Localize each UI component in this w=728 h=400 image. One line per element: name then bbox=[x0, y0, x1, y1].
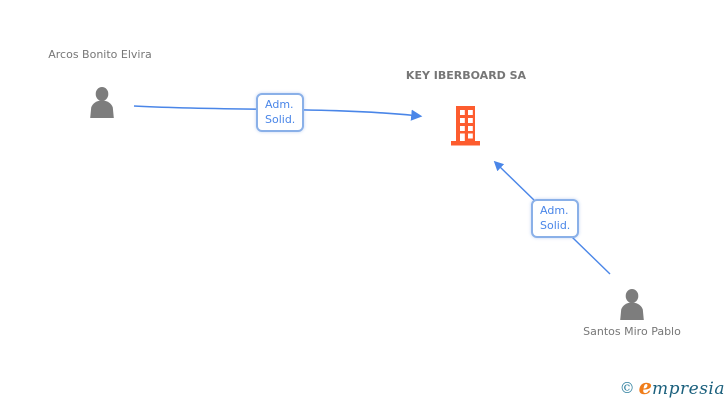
company-node-key-iberboard[interactable] bbox=[449, 106, 482, 150]
edge-label-line: Solid. bbox=[540, 219, 571, 232]
node-label-line: Elvira bbox=[120, 48, 152, 61]
person-node-santos[interactable] bbox=[618, 289, 646, 324]
edge-label-line: Adm. bbox=[265, 98, 294, 111]
node-label-key-iberboard-sa: KEY IBERBOARD SA bbox=[391, 68, 541, 83]
node-label-line: Santos Miro bbox=[583, 325, 648, 338]
logo-brand-text: mpresia bbox=[652, 379, 725, 399]
logo-brand-initial: e bbox=[638, 374, 652, 399]
empresia-logo: ©empresia bbox=[620, 374, 725, 399]
building-icon bbox=[451, 106, 480, 146]
person-icon bbox=[90, 87, 114, 118]
node-label-line: KEY bbox=[405, 69, 430, 82]
edge-label-adm-solid-1: Adm. Solid. bbox=[256, 93, 305, 132]
node-label-line: Arcos Bonito bbox=[48, 48, 118, 61]
copyright-icon: © bbox=[619, 379, 635, 397]
node-label-line: IBERBOARD SA bbox=[433, 69, 527, 82]
person-node-arcos[interactable] bbox=[88, 87, 116, 122]
person-icon bbox=[620, 289, 644, 320]
edge-label-line: Adm. bbox=[540, 204, 569, 217]
node-label-line: Pablo bbox=[651, 325, 681, 338]
edge-label-line: Solid. bbox=[265, 113, 296, 126]
node-label-santos-miro-pablo: Santos Miro Pablo bbox=[557, 324, 707, 339]
edge-label-adm-solid-2: Adm. Solid. bbox=[531, 199, 580, 238]
node-label-arcos-bonito-elvira: Arcos Bonito Elvira bbox=[25, 47, 175, 62]
